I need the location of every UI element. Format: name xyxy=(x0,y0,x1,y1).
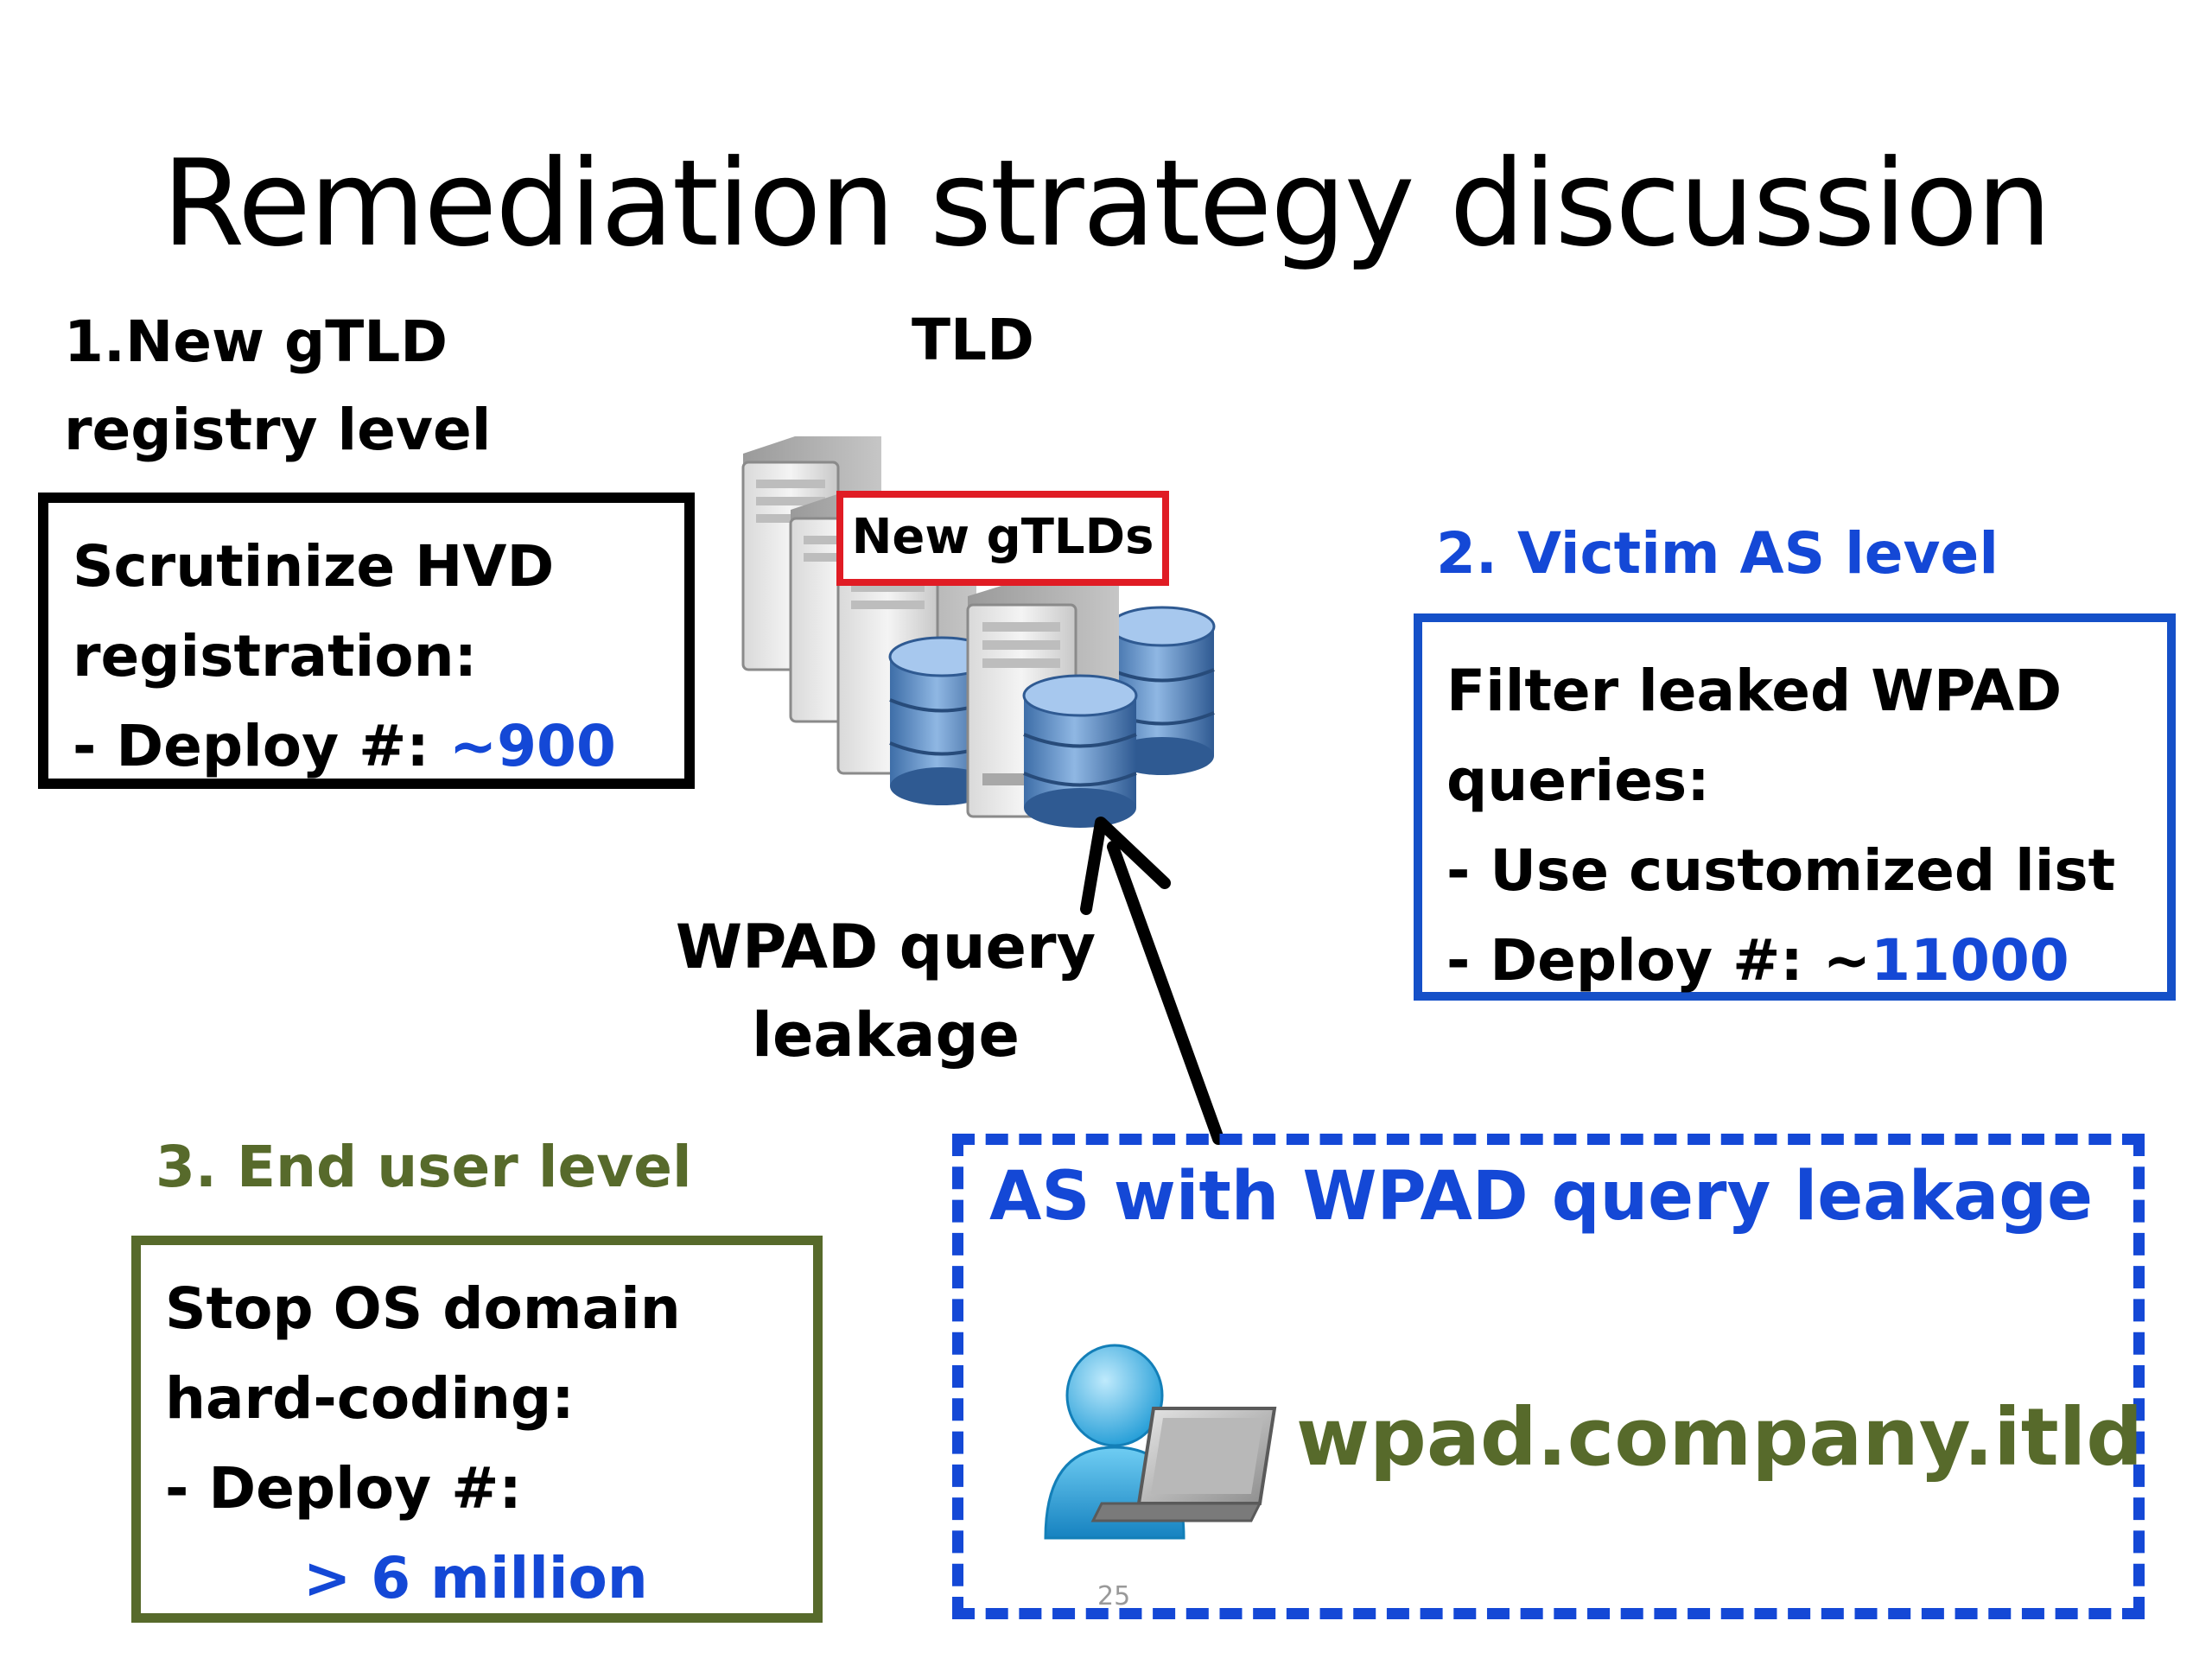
level1-heading: 1.New gTLD registry level xyxy=(64,298,491,474)
tld-label: TLD xyxy=(912,307,1034,373)
level2-box-line1: Filter leaked WPAD xyxy=(1446,658,2063,724)
level3-deploy-label: - Deploy #: xyxy=(165,1455,522,1522)
new-gtlds-badge: New gTLDs xyxy=(836,491,1169,586)
leakage-label: WPAD query leakage xyxy=(657,903,1115,1079)
level2-box-line2: queries: xyxy=(1446,747,1710,814)
level2-box: Filter leaked WPAD queries: - Use custom… xyxy=(1414,613,2176,1001)
server-cluster-icon xyxy=(741,436,1216,828)
level1-box-line1: Scrutinize HVD xyxy=(73,533,555,600)
level2-deploy-line: - Deploy #: ~11000 xyxy=(1446,916,2143,1006)
as-leakage-box xyxy=(952,1134,2145,1619)
level2-deploy-value: 11000 xyxy=(1871,927,2069,994)
level3-box-line2: hard-coding: xyxy=(165,1365,575,1432)
wpad-domain: wpad.company.itld xyxy=(1296,1391,2144,1484)
level1-box-line2: registration: xyxy=(73,623,477,690)
level3-box: Stop OS domain hard-coding: - Deploy #: … xyxy=(131,1236,823,1623)
level2-deploy-label: - Deploy #: ~ xyxy=(1446,927,1872,994)
level3-box-line1: Stop OS domain xyxy=(165,1275,681,1342)
page-number: 25 xyxy=(1097,1581,1131,1611)
slide-title: Remediation strategy discussion xyxy=(162,134,2051,273)
level3-deploy-value: > 6 million xyxy=(303,1545,648,1611)
level1-box: Scrutinize HVD registration: - Deploy #:… xyxy=(38,493,695,789)
leakage-arrow-icon xyxy=(1080,817,1224,1145)
leakage-label-line1: WPAD query xyxy=(675,912,1096,982)
level2-box-line3: - Use customized list xyxy=(1446,837,2116,904)
level2-heading: 2. Victim AS level xyxy=(1436,520,1999,587)
as-box-title: AS with WPAD query leakage xyxy=(989,1158,2094,1236)
level1-deploy-label: - Deploy #: xyxy=(73,713,449,779)
user-laptop-icon xyxy=(1044,1344,1277,1540)
level1-deploy-line: - Deploy #: ~900 xyxy=(73,702,660,791)
level1-heading-line2: registry level xyxy=(64,397,492,463)
level1-heading-line1: 1.New gTLD xyxy=(64,308,448,375)
level3-heading: 3. End user level xyxy=(156,1134,692,1200)
leakage-label-line2: leakage xyxy=(751,1000,1020,1071)
level1-deploy-value: ~900 xyxy=(448,713,616,779)
